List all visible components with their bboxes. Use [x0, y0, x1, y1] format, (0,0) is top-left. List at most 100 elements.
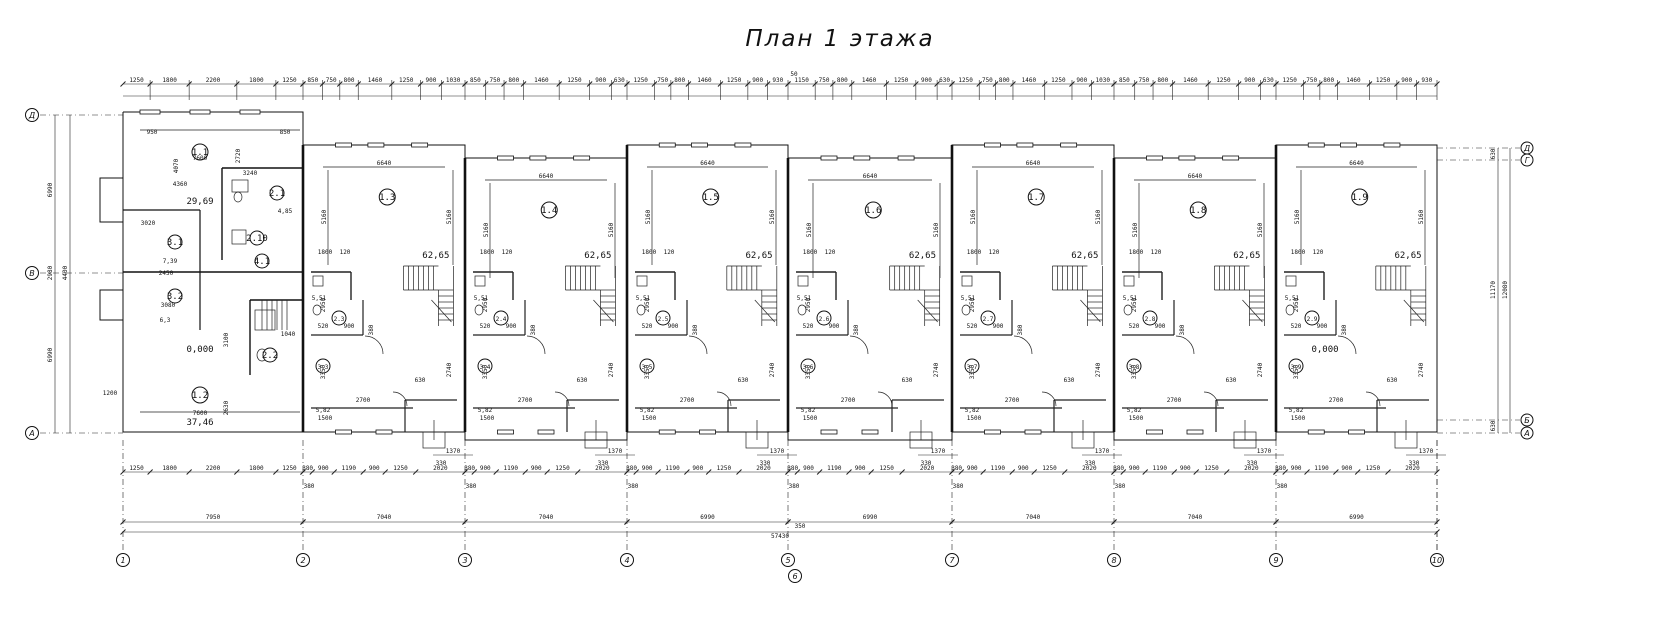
room-area: 62,65	[1394, 251, 1421, 261]
wc-area: 5,51	[797, 295, 812, 302]
section-dim-label: 6990	[1349, 514, 1364, 521]
unit-dim-label: 1500	[318, 415, 333, 422]
top-dim-label: 1250	[727, 77, 742, 84]
section-dim-label: 6990	[863, 514, 878, 521]
top-dim-label: 900	[1244, 77, 1255, 84]
dim-tick	[1061, 469, 1068, 475]
axis-bubble	[945, 553, 959, 567]
unit-dim-label: 120	[664, 249, 675, 256]
bottom-dim-label: 900	[480, 465, 491, 472]
toilet-icon	[233, 191, 243, 203]
bottom-dim-label: 1250	[282, 465, 297, 472]
top-dim-label: 1030	[1096, 77, 1111, 84]
bottom-dim-label: 380	[1113, 465, 1124, 472]
bottom-dim-label: 900	[1341, 465, 1352, 472]
dim-tick	[300, 81, 306, 87]
unit-1	[311, 166, 457, 449]
unit-dim-label: 630	[415, 377, 426, 384]
room-number-circle	[331, 310, 347, 326]
room-number: 3.5	[642, 364, 653, 371]
unit-dim-label: 6640	[1188, 173, 1203, 180]
unit-dim-label: 1800	[642, 249, 657, 256]
room-area: 4,85	[278, 208, 293, 215]
window	[367, 142, 385, 148]
hall-area: 5,82	[1289, 407, 1304, 414]
window	[861, 429, 879, 435]
top-dim-label: 1250	[1216, 77, 1231, 84]
room-number-circle	[816, 310, 832, 326]
unit-dim-label: 900	[506, 323, 517, 330]
window	[853, 155, 871, 161]
small-dim-label: 1370	[446, 448, 461, 455]
room-area: 6,3	[160, 317, 171, 324]
dim-tick	[331, 469, 338, 475]
dim-tick	[1273, 81, 1279, 87]
room-area: 7,39	[163, 258, 178, 265]
unit-dim-label: 380	[1179, 324, 1186, 335]
stair-arrow	[593, 299, 614, 323]
top-dim-label: 630	[614, 77, 625, 84]
bottom-dim-label: 900	[642, 465, 653, 472]
bottom-dim-label: 900	[318, 465, 329, 472]
door-swing	[1013, 335, 1033, 355]
unit-dim-label: 380	[530, 324, 537, 335]
dim-tick	[1031, 469, 1038, 475]
room-number-circle	[655, 310, 671, 326]
top-dim-label: 1250	[399, 77, 414, 84]
unit-dim-label: 3350	[969, 364, 976, 379]
section1-dim-label: 4070	[173, 158, 180, 173]
unit-dim-label: 5160	[806, 222, 813, 237]
bottom-dim-label: 1250	[1366, 465, 1381, 472]
bathtub	[231, 179, 249, 193]
sink	[1123, 275, 1135, 287]
unit-dim-label: 6640	[700, 160, 715, 167]
window	[1307, 429, 1325, 435]
bottom-dim-label: 2020	[595, 465, 610, 472]
unit-dim-label: 900	[1155, 323, 1166, 330]
window	[1383, 142, 1401, 148]
dim-tick	[1142, 469, 1149, 475]
right-dim-label: 12080	[1502, 281, 1509, 299]
room-number: 2.6	[819, 316, 830, 323]
top-dim-label: 1250	[567, 77, 582, 84]
axis-bubble-label: Б	[1524, 416, 1530, 425]
top-dim-label: 1460	[1183, 77, 1198, 84]
hall-area: 5,82	[478, 407, 493, 414]
dim-tick	[360, 469, 367, 475]
bottom-dim-label: 380	[626, 465, 637, 472]
room-area: 29,69	[186, 197, 213, 207]
dim-tick	[633, 469, 640, 475]
unit-7	[1284, 166, 1429, 449]
top-dim-label: 900	[595, 77, 606, 84]
bottom-dim-label: 2020	[756, 465, 771, 472]
window	[1016, 142, 1034, 148]
axis-bubble-label: 4	[624, 556, 629, 565]
top-dim-label: 900	[921, 77, 932, 84]
room-number-circle	[864, 201, 882, 219]
top-dim-label: 750	[657, 77, 668, 84]
room-number-circle	[1189, 201, 1207, 219]
room-number: 2.4	[496, 316, 507, 323]
sink	[797, 275, 809, 287]
top-dim-label: 1250	[894, 77, 909, 84]
hall-area: 5,82	[801, 407, 816, 414]
unit-dim-label: 6640	[1026, 160, 1041, 167]
gap-label: 350	[795, 523, 806, 530]
top-dim-label: 1030	[446, 77, 461, 84]
unit-dim-label: 520	[480, 323, 491, 330]
section-dim-label: 7040	[377, 514, 392, 521]
stair-arrow	[1403, 299, 1425, 323]
top-dim-label: 1800	[249, 77, 264, 84]
room-number-circle	[493, 310, 509, 326]
unit-dim-label: 3350	[644, 364, 651, 379]
bottom-dim-label: 1800	[162, 465, 177, 472]
dim-tick	[1282, 469, 1289, 475]
section1-dim-label: 950	[147, 129, 158, 136]
unit-dim-label: 630	[1387, 377, 1398, 384]
room-number: 2.10	[246, 234, 268, 244]
hall-area: 5,82	[965, 407, 980, 414]
unit-dim-label: 1800	[1291, 249, 1306, 256]
section1-dim-label: 2630	[223, 400, 230, 415]
window	[984, 429, 1001, 435]
